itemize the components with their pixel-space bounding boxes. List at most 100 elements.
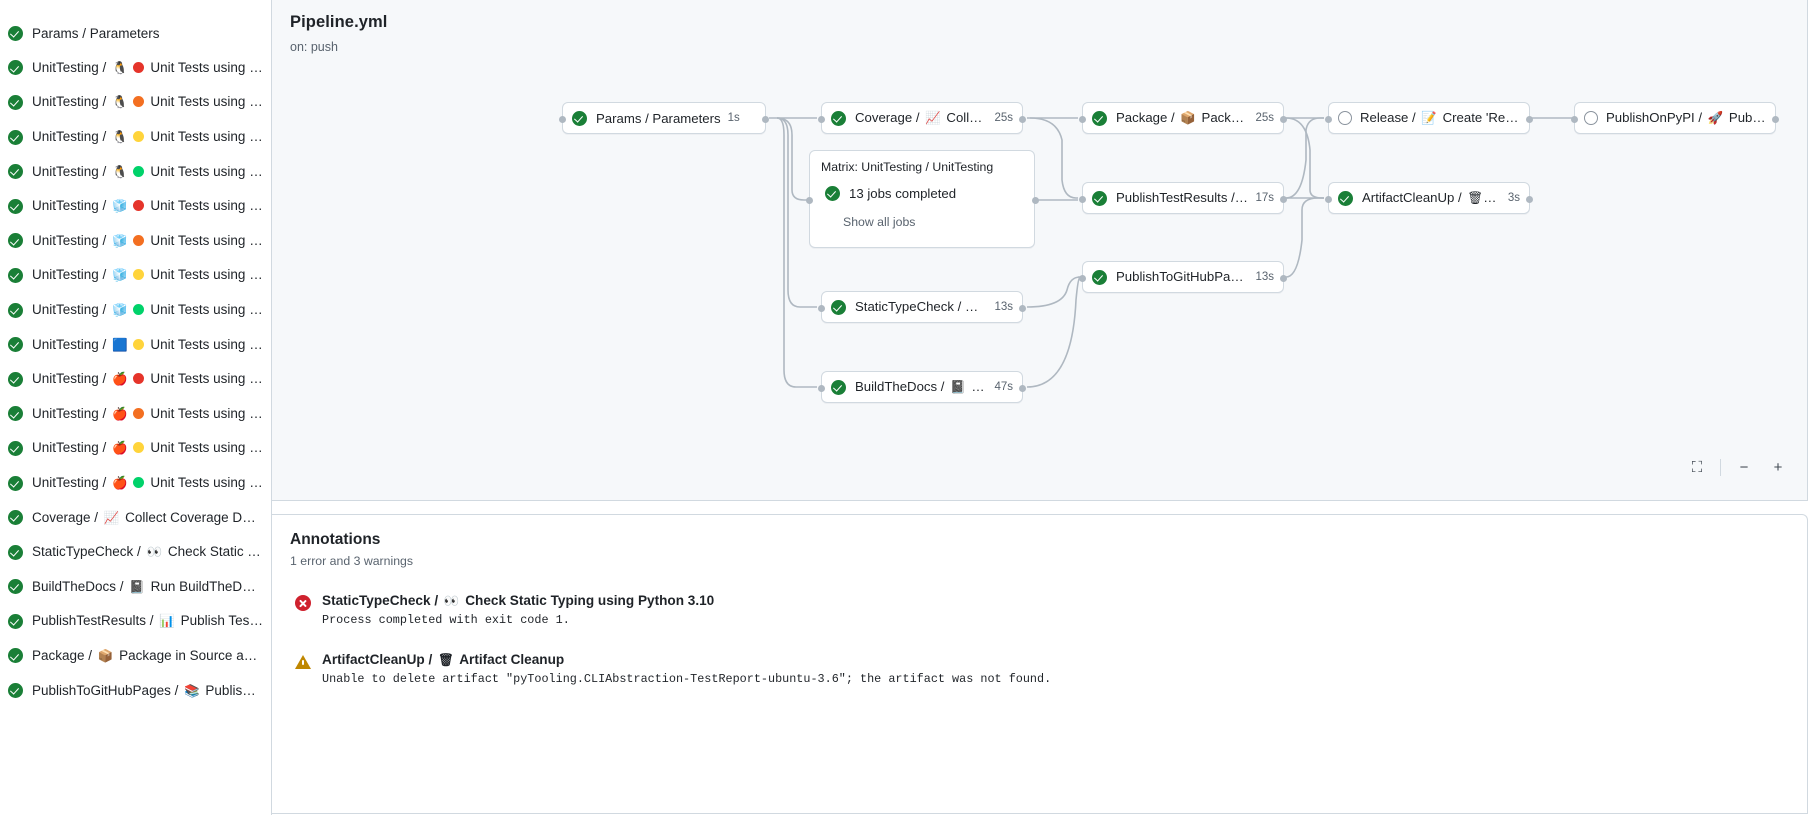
success-icon: [8, 683, 23, 699]
node-input-port: [818, 385, 825, 392]
graph-node-label: BuildTheDocs / 📓 Run Buil…: [855, 379, 987, 394]
matrix-group-unittesting[interactable]: Matrix: UnitTesting / UnitTesting 13 job…: [806, 150, 1039, 248]
graph-node-label: Release / 📝 Create 'Release P…: [1360, 110, 1520, 125]
graph-node-duration: 1s: [727, 112, 740, 124]
node-input-port: [818, 305, 825, 312]
step-icon: 📓: [950, 380, 966, 394]
graph-node-pypi[interactable]: PublishOnPyPI / 🚀 Publish to …: [1571, 102, 1779, 134]
sidebar-job-item[interactable]: PublishToGitHubPages / 📚 Publish to G…: [0, 673, 271, 708]
zoom-controls[interactable]: ⛶ − +: [1686, 456, 1789, 478]
node-input-port: [1079, 196, 1086, 203]
graph-node-static[interactable]: StaticTypeCheck / 👀 Chec…13s: [818, 291, 1026, 323]
sidebar-job-item[interactable]: UnitTesting / 🟦 Unit Tests using Pyth…: [0, 327, 271, 362]
python-version-dot: [132, 442, 144, 454]
success-icon: [8, 198, 23, 214]
graph-node-docs[interactable]: BuildTheDocs / 📓 Run Buil…47s: [818, 371, 1026, 403]
graph-node-label: PublishTestResults / 📊 Pu…: [1116, 190, 1248, 206]
workflow-trigger: on: push: [290, 40, 338, 54]
success-icon: [8, 475, 23, 491]
graph-node-ghpages[interactable]: PublishToGitHubPages / 📚 …13s: [1079, 261, 1287, 293]
graph-node-label: Coverage / 📈 Collect Cove…: [855, 110, 987, 125]
sidebar-job-item[interactable]: UnitTesting / 🍎 Unit Tests using Pyth…: [0, 466, 271, 501]
show-all-jobs-link[interactable]: Show all jobs: [843, 215, 916, 229]
sidebar-job-item[interactable]: UnitTesting / 🍎 Unit Tests using Pyth…: [0, 431, 271, 466]
sidebar-job-label: UnitTesting / 🟦 Unit Tests using Pyth…: [32, 336, 263, 352]
sidebar-job-item[interactable]: UnitTesting / 🍎 Unit Tests using Pyth…: [0, 362, 271, 397]
os-icon: 📦: [97, 648, 114, 663]
success-icon: [8, 613, 23, 629]
graph-node-label: PublishToGitHubPages / 📚 …: [1116, 269, 1249, 284]
warning-icon: [295, 654, 311, 670]
success-icon: [831, 299, 846, 315]
annotations-panel: Annotations 1 error and 3 warnings Stati…: [272, 514, 1808, 814]
graph-node-package[interactable]: Package / 📦 Package in So…25s: [1079, 102, 1287, 134]
graph-node-testres[interactable]: PublishTestResults / 📊 Pu…17s: [1079, 182, 1287, 214]
python-version-dot: [132, 338, 144, 350]
sidebar-job-item[interactable]: UnitTesting / 🐧 Unit Tests using Pyth…: [0, 85, 271, 120]
sidebar-job-label: UnitTesting / 🐧 Unit Tests using Pyth…: [32, 59, 263, 75]
python-version-dot: [132, 477, 144, 489]
node-output-port: [1280, 116, 1287, 123]
sidebar-job-item[interactable]: UnitTesting / 🧊 Unit Tests using Pyth…: [0, 293, 271, 328]
sidebar-job-item[interactable]: UnitTesting / 🍎 Unit Tests using Pyth…: [0, 397, 271, 432]
graph-node-cleanup[interactable]: ArtifactCleanUp / 🗑 Artifac…3s: [1325, 182, 1533, 214]
python-version-dot: [132, 200, 144, 212]
annotation-title: StaticTypeCheck / 👀 Check Static Typing …: [322, 593, 715, 608]
os-icon: 👀: [146, 545, 163, 560]
os-icon: 🧊: [112, 199, 128, 214]
python-version-dot: [132, 234, 144, 246]
python-version-dot: [132, 407, 144, 419]
graph-node-release[interactable]: Release / 📝 Create 'Release P…: [1325, 102, 1533, 134]
os-icon: 🧊: [112, 268, 128, 283]
success-icon: [831, 110, 846, 126]
sidebar-job-label: UnitTesting / 🧊 Unit Tests using Pyth…: [32, 267, 263, 283]
graph-canvas[interactable]: Matrix: UnitTesting / UnitTesting 13 job…: [272, 0, 1807, 500]
sidebar-job-item[interactable]: UnitTesting / 🐧 Unit Tests using Pyth…: [0, 51, 271, 86]
python-version-dot: [132, 373, 144, 385]
matrix-input-port: [806, 197, 813, 204]
step-icon: 👀: [443, 594, 460, 608]
sidebar-job-item[interactable]: StaticTypeCheck / 👀 Check Static Typing…: [0, 535, 271, 570]
python-version-dot: [132, 131, 144, 143]
graph-node-coverage[interactable]: Coverage / 📈 Collect Cove…25s: [818, 102, 1026, 134]
sidebar-job-item[interactable]: UnitTesting / 🧊 Unit Tests using Pyth…: [0, 258, 271, 293]
node-output-port: [1526, 116, 1533, 123]
graph-node-label: StaticTypeCheck / 👀 Chec…: [855, 299, 983, 314]
zoom-out-button[interactable]: −: [1733, 456, 1755, 478]
success-icon: [8, 233, 23, 249]
annotations-summary: 1 error and 3 warnings: [290, 554, 414, 568]
error-icon: [295, 595, 311, 611]
fullscreen-icon[interactable]: ⛶: [1686, 456, 1708, 478]
success-icon: [831, 379, 846, 395]
graph-node-label: Package / 📦 Package in So…: [1116, 110, 1249, 125]
success-icon: [8, 648, 23, 664]
annotation-item[interactable]: StaticTypeCheck / 👀 Check Static Typing …: [290, 593, 1807, 627]
divider: [1720, 458, 1721, 476]
sidebar-job-item[interactable]: Params / Parameters: [0, 16, 271, 51]
sidebar-job-item[interactable]: Package / 📦 Package in Source and Wh…: [0, 639, 271, 674]
sidebar-job-label: StaticTypeCheck / 👀 Check Static Typing…: [32, 544, 263, 560]
node-output-port: [1772, 116, 1779, 123]
zoom-in-button[interactable]: +: [1767, 456, 1789, 478]
sidebar-job-label: UnitTesting / 🐧 Unit Tests using Pyth…: [32, 129, 263, 145]
sidebar-job-item[interactable]: UnitTesting / 🐧 Unit Tests using Pyth…: [0, 120, 271, 155]
node-output-port: [762, 116, 769, 123]
sidebar-job-item[interactable]: BuildTheDocs / 📓 Run BuildTheDocs: [0, 570, 271, 605]
success-icon: [8, 544, 23, 560]
sidebar-job-label: UnitTesting / 🧊 Unit Tests using Pyth…: [32, 198, 263, 214]
sidebar-job-item[interactable]: PublishTestResults / 📊 Publish Test Resu…: [0, 604, 271, 639]
os-icon: 🐧: [112, 95, 128, 110]
sidebar-job-item[interactable]: Coverage / 📈 Collect Coverage Data usi…: [0, 500, 271, 535]
os-icon: 🧊: [112, 303, 128, 318]
sidebar-job-item[interactable]: UnitTesting / 🐧 Unit Tests using Pyth…: [0, 154, 271, 189]
success-icon: [8, 579, 23, 595]
matrix-jobs-label: 13 jobs completed: [849, 186, 957, 201]
sidebar-job-label: UnitTesting / 🍎 Unit Tests using Pyth…: [32, 440, 263, 456]
sidebar-job-item[interactable]: UnitTesting / 🧊 Unit Tests using Pyth…: [0, 189, 271, 224]
sidebar-job-item[interactable]: UnitTesting / 🧊 Unit Tests using Pyth…: [0, 224, 271, 259]
os-icon: 🍎: [112, 476, 128, 491]
